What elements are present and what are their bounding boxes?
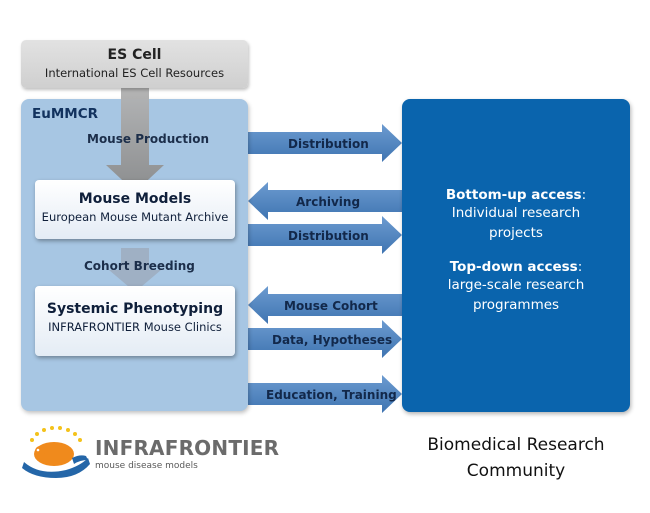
data-hypotheses-label: Data, Hypotheses [272, 333, 393, 347]
phenotyping-subtitle: INFRAFRONTIER Mouse Clinics [48, 320, 222, 334]
mouse-models-title: Mouse Models [78, 191, 192, 207]
mouse-production-label: Mouse Production [87, 132, 210, 146]
es-cell-box: ES Cell International ES Cell Resources [21, 40, 248, 88]
distribution-arrow-2 [248, 216, 402, 254]
bottom-up-text-2: projects [489, 225, 543, 241]
top-down-heading: Top-down access [449, 259, 578, 275]
archiving-arrow [248, 182, 402, 220]
es-cell-title: ES Cell [107, 47, 162, 63]
research-community-box: Bottom-up access: Individual research pr… [402, 99, 630, 412]
data-hypotheses-arrow [248, 320, 402, 358]
logo-name: INFRAFRONTIER [95, 436, 280, 460]
eummcr-title: EuMMCR [32, 106, 99, 122]
education-arrow [248, 375, 402, 413]
colon-2: : [577, 259, 583, 275]
mouse-cohort-label: Mouse Cohort [284, 299, 378, 313]
community-caption-line-1: Biomedical Research [427, 435, 605, 455]
phenotyping-box: Systemic Phenotyping INFRAFRONTIER Mouse… [35, 286, 235, 356]
bottom-up-text-1: Individual research [451, 205, 581, 221]
community-caption: Biomedical Research Community [402, 432, 630, 484]
phenotyping-title: Systemic Phenotyping [46, 301, 224, 317]
colon-1: : [581, 187, 587, 203]
production-arrow-front [106, 88, 164, 192]
top-down-heading-line: Top-down access: [402, 259, 630, 275]
mouse-models-subtitle: European Mouse Mutant Archive [41, 210, 229, 224]
education-training-label: Education, Training [266, 388, 397, 402]
es-cell-subtitle: International ES Cell Resources [44, 66, 225, 80]
community-caption-line-2: Community [466, 461, 566, 481]
top-down-text-1: large-scale research [447, 277, 585, 293]
mouse-cohort-arrow [248, 286, 402, 324]
infrafrontier-logo-icon [22, 426, 90, 478]
bottom-up-heading-line: Bottom-up access: [402, 187, 630, 203]
distribution-label-1: Distribution [288, 137, 369, 151]
archiving-label: Archiving [296, 195, 361, 209]
cohort-breeding-label: Cohort Breeding [84, 259, 195, 273]
breeding-arrow-front [109, 248, 161, 292]
bottom-up-heading: Bottom-up access [445, 187, 582, 203]
logo-tagline: mouse disease models [95, 461, 198, 471]
distribution-label-2: Distribution [288, 229, 369, 243]
distribution-arrow-1 [248, 124, 402, 162]
mouse-models-box: Mouse Models European Mouse Mutant Archi… [35, 180, 235, 239]
top-down-text-2: programmes [472, 297, 560, 313]
